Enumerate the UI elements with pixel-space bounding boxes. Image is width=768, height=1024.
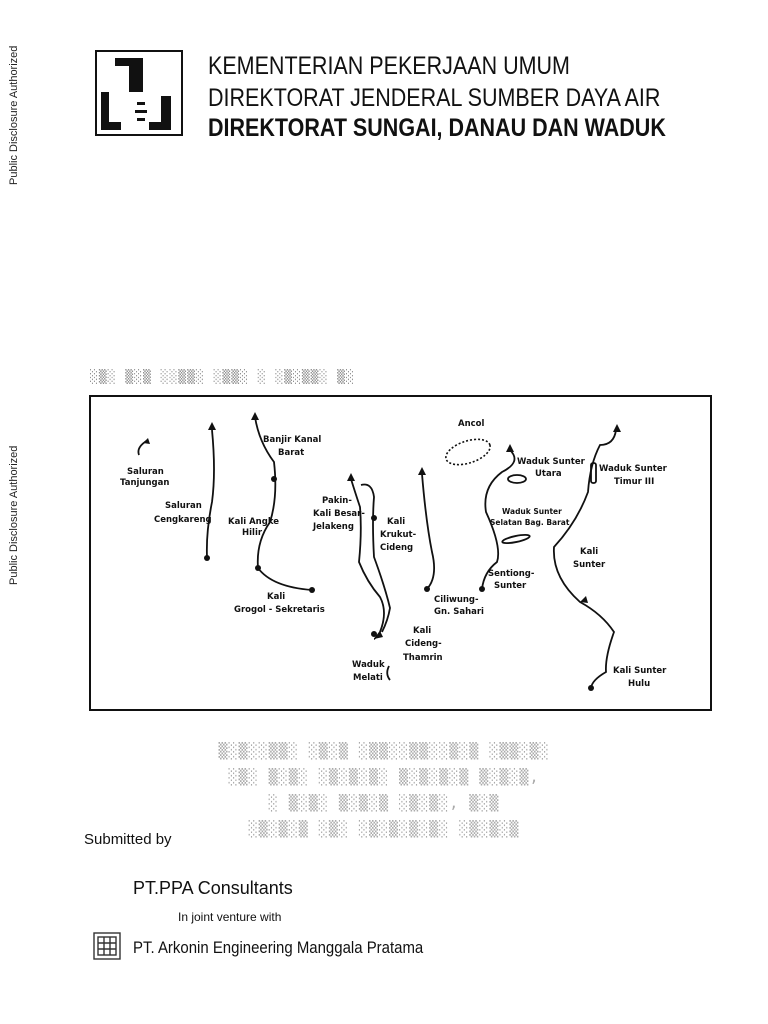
svg-text:Timur III: Timur III [614, 477, 654, 487]
illegible-project-line-1: ▒░▒░░▒▒░ ░▒░▒ ░▒▒░░▒▒░░▒░▒ ░▒▒░▒░ [218, 742, 550, 760]
illegible-project-line-3: ░ ▒░▒░ ▒░▒░▒ ░▒░▒░, ▒░▒ [268, 794, 500, 812]
illegible-project-line-2: ░▒░ ▒░▒░ ░▒░▒░▒░ ▒░▒░▒░▒ ▒░▒░▒, [228, 768, 540, 786]
svg-text:Tanjungan: Tanjungan [120, 478, 169, 488]
river-sentiong [481, 449, 516, 590]
arkonin-logo [92, 930, 124, 962]
river-kali-sunter [553, 429, 617, 689]
directorate-general-title: DIREKTORAT JENDERAL SUMBER DAYA AIR [208, 84, 661, 112]
illegible-text-smudge: ░▒░ ▒░▒ ░░▒▒░ ░▒▒░ ░ ░▒░▒▒░ ▒░ [90, 370, 355, 385]
label-kali-grogol: Kali [267, 592, 285, 602]
label-pakin: Pakin- [322, 496, 352, 506]
label-kali-sunter-hulu: Kali Sunter [613, 666, 667, 676]
svg-text:Barat: Barat [278, 448, 304, 458]
svg-text:Hilir: Hilir [242, 528, 263, 538]
svg-text:Krukut-: Krukut- [380, 530, 417, 540]
label-kali-angke: Kali Angke [228, 517, 279, 527]
river-krukut [360, 483, 391, 633]
svg-text:Hulu: Hulu [628, 679, 650, 689]
svg-text:Jelakeng: Jelakeng [312, 522, 354, 532]
river-ciliwung [421, 473, 436, 590]
side-disclosure-note-2: Public Disclosure Authorized [8, 445, 20, 585]
joint-venture-label: In joint venture with [178, 910, 282, 924]
label-krukut: Kali [387, 517, 405, 527]
label-kali-sunter: Kali [580, 547, 598, 557]
directorate-title: DIREKTORAT SUNGAI, DANAU DAN WADUK [208, 114, 666, 142]
river-banjir-kanal [254, 416, 313, 591]
svg-text:Cideng-: Cideng- [405, 639, 442, 649]
river-map: Ancol Saluran Tanjungan Saluran Cengkare… [89, 395, 712, 711]
label-sentiong: Sentiong- [488, 569, 535, 579]
svg-text:Kali Besar-: Kali Besar- [313, 509, 365, 519]
label-ciliwung: Ciliwung- [434, 595, 479, 605]
label-waduk-melati: Waduk [352, 660, 385, 670]
svg-text:Melati: Melati [353, 673, 383, 683]
svg-text:Gn. Sahari: Gn. Sahari [434, 607, 484, 617]
svg-text:Cengkareng: Cengkareng [154, 515, 212, 525]
label-waduk-sunter-timur: Waduk Sunter [599, 464, 668, 474]
svg-text:Utara: Utara [535, 469, 562, 479]
svg-text:Sunter: Sunter [573, 560, 606, 570]
partner-name: PT. Arkonin Engineering Manggala Pratama [133, 938, 424, 957]
river-saluran-cengkareng [205, 429, 215, 558]
consultant-name: PT.PPA Consultants [133, 878, 293, 898]
label-waduk-sunter-selatan: Waduk Sunter [502, 507, 562, 516]
svg-text:Sunter: Sunter [494, 581, 527, 591]
label-saluran-cengkareng: Saluran [165, 501, 202, 511]
label-banjir-kanal: Banjir Kanal [263, 435, 321, 445]
illegible-project-line-4: ░▒░▒░▒ ░▒░ ░▒░▒░▒░▒░ ░▒░▒░▒ [248, 820, 520, 838]
label-saluran-tanjungan: Saluran [127, 467, 164, 477]
side-disclosure-note-1: Public Disclosure Authorized [8, 45, 20, 185]
svg-text:Thamrin: Thamrin [403, 653, 443, 663]
svg-text:Selatan Bag. Barat: Selatan Bag. Barat [490, 518, 570, 527]
svg-text:Grogol - Sekretaris: Grogol - Sekretaris [234, 605, 325, 615]
ministry-logo [95, 50, 183, 136]
submitted-by-label: Submitted by [84, 831, 172, 848]
label-waduk-sunter-utara: Waduk Sunter [517, 457, 586, 467]
label-cideng-thamrin: Kali [413, 626, 431, 636]
ministry-title: KEMENTERIAN PEKERJAAN UMUM [208, 52, 570, 80]
river-pakin [350, 478, 385, 640]
label-ancol: Ancol [458, 419, 485, 429]
svg-text:Cideng: Cideng [380, 543, 413, 553]
